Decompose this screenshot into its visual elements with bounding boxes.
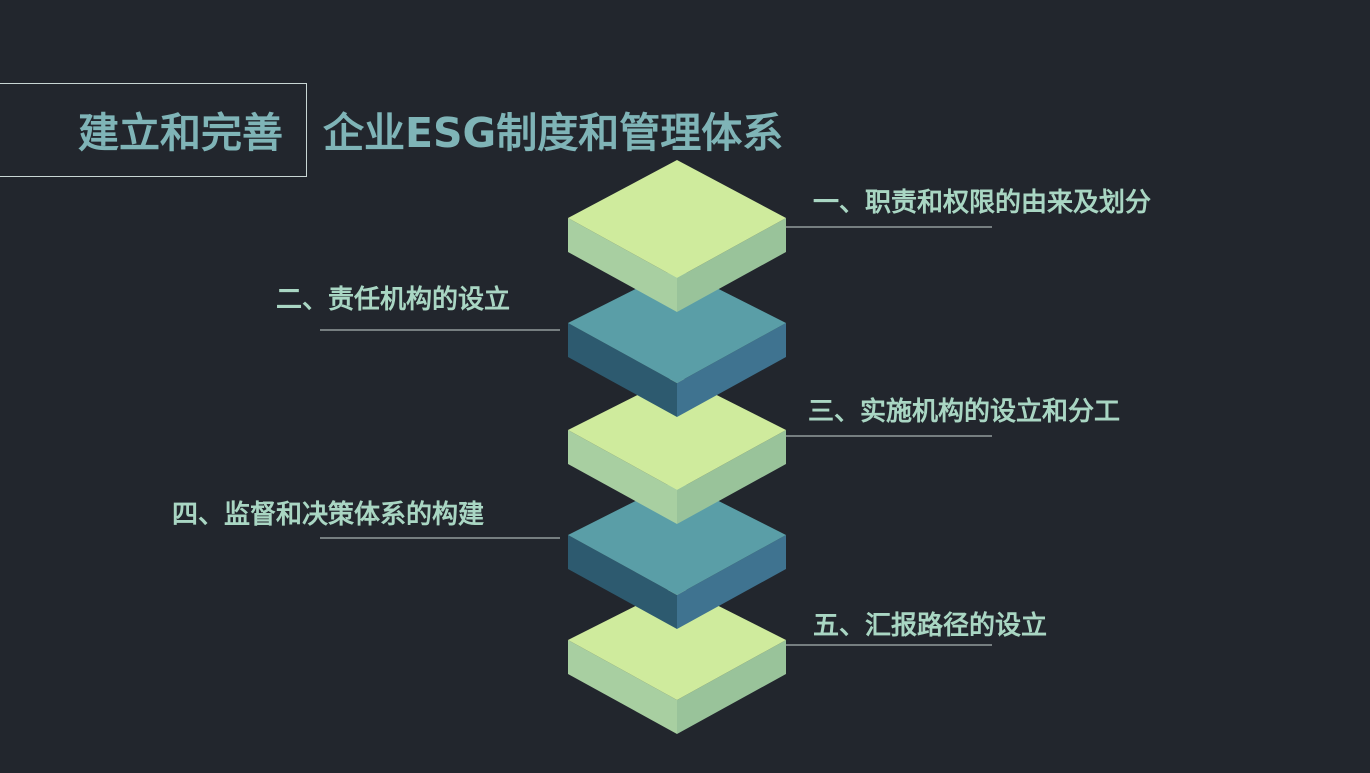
layer-1-block [568, 160, 786, 312]
title-left-text: 建立和完善 [78, 109, 283, 157]
title-frame [0, 83, 307, 177]
item-label-3: 三、实施机构的设立和分工 [808, 397, 1121, 427]
layer-5-block [568, 585, 786, 734]
item-label-2: 二、责任机构的设立 [276, 285, 511, 315]
layer-4-block [568, 480, 786, 629]
title-right-text: 企业ESG制度和管理体系 [323, 109, 784, 157]
layer-3-block [568, 375, 786, 524]
layer-2-block [568, 268, 786, 417]
item-label-1: 一、职责和权限的由来及划分 [813, 188, 1152, 218]
item-label-4: 四、监督和决策体系的构建 [172, 500, 485, 530]
item-label-5: 五、汇报路径的设立 [813, 611, 1048, 641]
